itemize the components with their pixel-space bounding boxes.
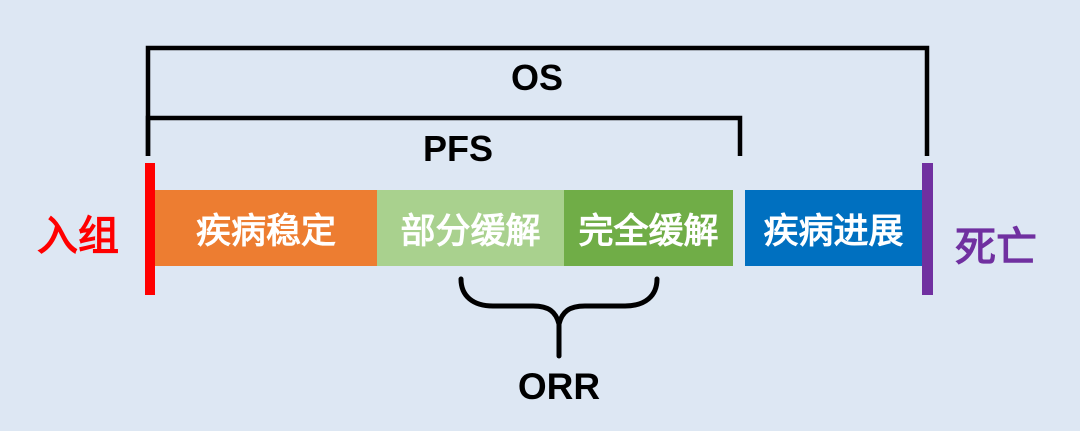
bar-segment-label: 疾病进展 <box>763 211 904 251</box>
os-bracket <box>145 45 930 156</box>
orr-brace <box>458 276 660 325</box>
bar-segment-stable-disease: 疾病稳定 <box>155 190 377 266</box>
bar-segment-label: 疾病稳定 <box>195 211 336 251</box>
bar-segment-label: 完全缓解 <box>578 211 719 251</box>
enrollment-marker-line <box>145 163 155 295</box>
pfs-bracket <box>145 115 743 156</box>
enrollment-label: 入组 <box>37 213 119 259</box>
os-label: OS <box>510 57 563 98</box>
orr-label: ORR <box>517 366 601 407</box>
bar-segment-partial-response: 部分缓解 <box>377 190 564 266</box>
death-label: 死亡 <box>955 224 1037 270</box>
bar-segment-label: 部分缓解 <box>400 211 541 251</box>
bar-segment-disease-progression: 疾病进展 <box>745 190 922 266</box>
pfs-label: PFS <box>422 128 493 169</box>
death-marker-line <box>922 163 933 295</box>
bar-segment-complete-response: 完全缓解 <box>564 190 733 266</box>
